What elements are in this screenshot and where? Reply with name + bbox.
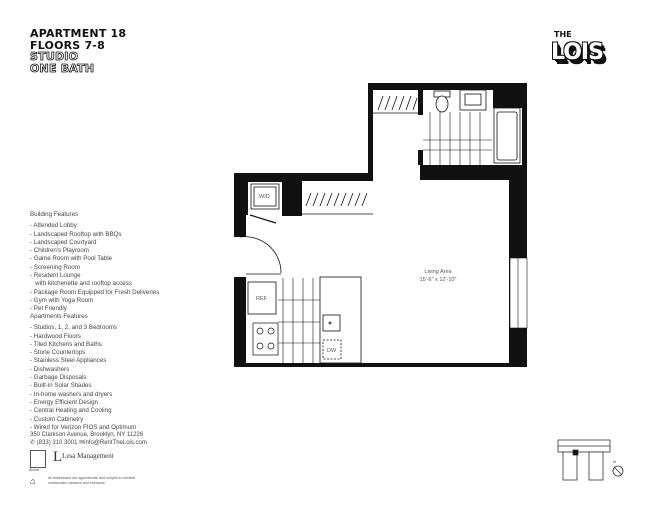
range-icon [252, 322, 279, 356]
phone[interactable]: (833) 310 3001 [36, 440, 78, 446]
feature-item: - Attended Lobby [30, 222, 77, 230]
bath-sink-icon [459, 89, 487, 111]
address: 350 Clarkson Avenue, Brooklyn, NY 11226 [30, 432, 144, 438]
feature-item: - Central Heating and Cooling [30, 407, 112, 415]
entry-opening [232, 237, 248, 277]
feature-item: - Wired for Verizon FIOS and Optimum [30, 423, 137, 431]
feature-item: - Hardwood Floors [30, 332, 81, 340]
bathtub-icon [493, 107, 521, 164]
feature-item: - Energy Efficient Design [30, 398, 98, 406]
kitchen-tiles [278, 278, 320, 363]
feature-item: - Landscaped Rooftop with BBQs [30, 230, 122, 238]
feature-item: with kitchenette and rooftop access [30, 280, 132, 288]
building-features-heading: Building Features [30, 211, 79, 218]
feature-item: - Resident Lounge [30, 272, 81, 280]
ref-label: REF [256, 296, 268, 302]
lesa-management-logo: LLesa Management [53, 449, 114, 465]
feature-item: - Built-in Solar Shades [30, 382, 92, 390]
toilet-icon [433, 90, 451, 113]
feature-item: - Children's Playroom [30, 247, 89, 255]
the-lois-logo: THE LOIS [551, 30, 604, 65]
unit-title: APARTMENT 18 FLOORS 7-8 STUDIO ONE BATH [30, 28, 126, 74]
feature-item: - Studios, 1, 2, and 3 Bedrooms [30, 324, 118, 332]
compass-label: N [613, 459, 616, 464]
feature-item: - Screening Room [30, 263, 80, 271]
feature-item: - Package Room Equipped for Fresh Delive… [30, 288, 160, 296]
wd-label: W/D [259, 194, 270, 200]
feature-item: - Dishwashers [30, 365, 70, 373]
compass-icon [612, 465, 624, 477]
building-keyplan [557, 439, 611, 481]
feature-item: - In-home washers and dryers [30, 390, 113, 398]
feature-item: - Game Room with Pool Table [30, 255, 113, 263]
closet-top [373, 95, 418, 114]
feature-item: - Custom Cabinetry [30, 415, 84, 423]
building-features: Building Features - Attended Lobby- Land… [30, 211, 159, 314]
floors: FLOORS 7-8 [30, 38, 105, 52]
feature-item: - Pet Friendly [30, 305, 67, 313]
bathroom-tiles [423, 112, 492, 165]
bath-count: ONE BATH [30, 61, 95, 75]
window [509, 257, 528, 329]
unit-type: STUDIO [30, 50, 79, 63]
dw-label: DW [327, 348, 337, 354]
kitchen-sink-icon [322, 314, 341, 332]
feature-item: - Stone Countertops [30, 349, 86, 357]
email[interactable]: info@RentTheLois.com [84, 440, 147, 446]
phone-icon: ✆ [30, 440, 36, 446]
feature-item: - Landscaped Courtyard [30, 238, 97, 246]
bathroom-wall [420, 165, 527, 180]
feature-item: - Tiled Kitchens and Baths [30, 340, 102, 348]
feature-item: - Stainless Steel Appliances [30, 357, 107, 365]
equal-housing-icon: ⌂ [30, 476, 36, 486]
living-area-dims: 15'-6" x 12'-10" [420, 277, 457, 283]
dishwasher [322, 339, 342, 360]
email-icon: ✉ [79, 440, 85, 446]
apartment-features-heading: Apartments Features [30, 313, 88, 320]
washer-dryer-icon [250, 183, 280, 210]
apartment-features: Apartments Features - Studios, 1, 2, and… [30, 313, 136, 432]
feature-item: - Gym with Yoga Room [30, 296, 94, 304]
refrigerator-icon [247, 281, 277, 315]
entry-door [239, 236, 282, 275]
living-area-label: Living Area [424, 269, 452, 275]
bluline-logo: Bluline [29, 450, 46, 472]
contact-info: 350 Clarkson Avenue, Brooklyn, NY 11226 … [30, 431, 147, 447]
feature-item: - Garbage Disposals [30, 374, 87, 382]
apartment-number: APARTMENT 18 [30, 27, 127, 40]
disclaimer: All dimensions are approximate and subje… [48, 476, 136, 485]
